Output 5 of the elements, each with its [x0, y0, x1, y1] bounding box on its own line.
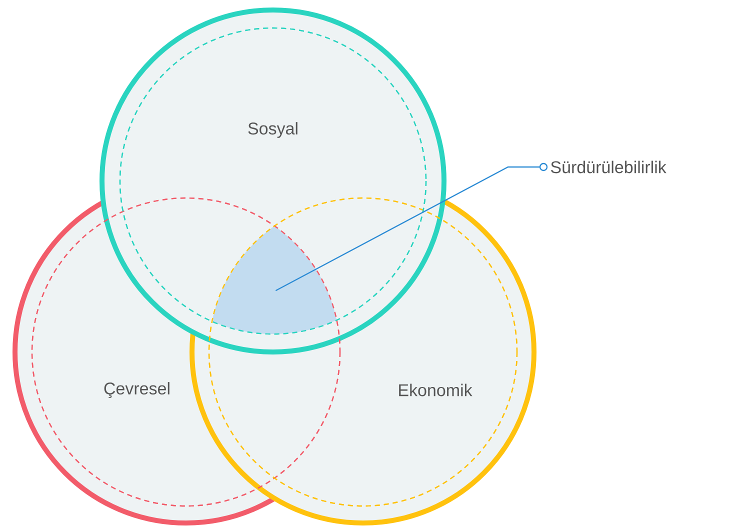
callout-label: Sürdürülebilirlik: [550, 160, 666, 174]
intersection-region: [212, 226, 337, 334]
node-label: Ekonomik: [399, 384, 472, 396]
node-label: Çevresel: [104, 382, 170, 398]
leader-line: [275, 162, 548, 292]
